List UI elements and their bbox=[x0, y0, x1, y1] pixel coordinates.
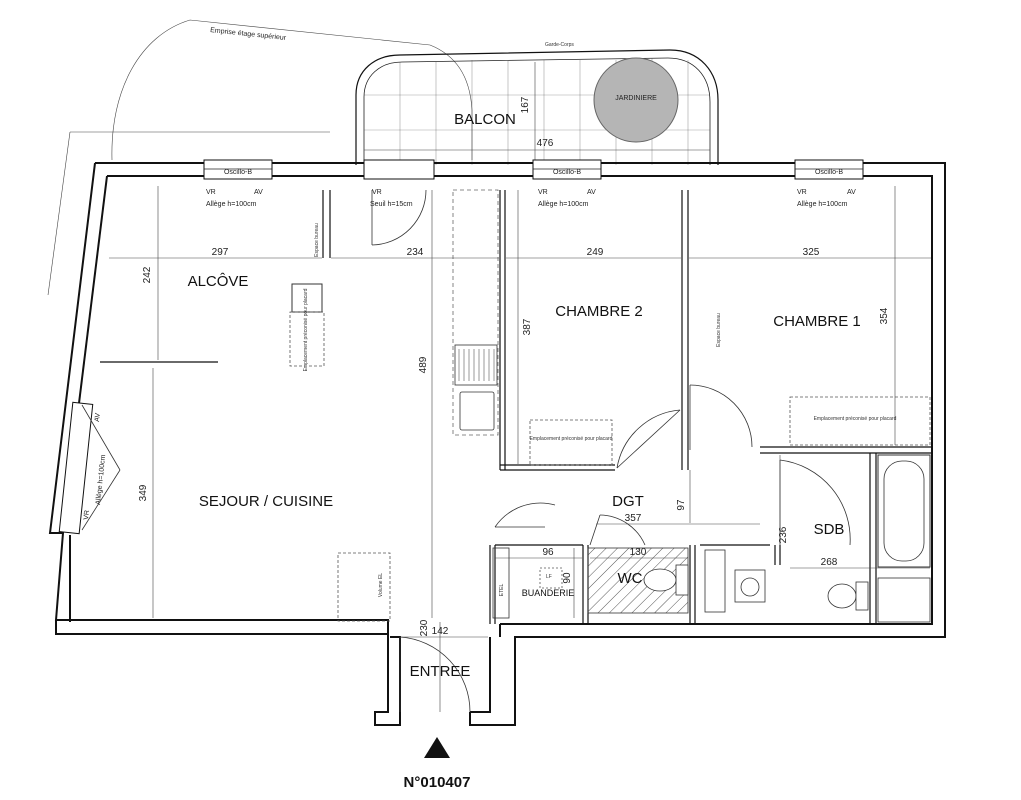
sdb-sink bbox=[734, 569, 766, 603]
vr-label-3: VR bbox=[538, 189, 548, 196]
room-chambre1[interactable]: CHAMBRE 1 bbox=[773, 313, 861, 330]
lot-number: N°010407 bbox=[404, 774, 471, 791]
room-entree[interactable]: ENTREE bbox=[410, 663, 471, 680]
vr-label-4: VR bbox=[797, 189, 807, 196]
dim-passage-width: 234 bbox=[407, 247, 424, 258]
door-entree[interactable] bbox=[399, 636, 471, 713]
jardiniere-circle bbox=[593, 57, 679, 143]
room-balcon: BALCON bbox=[454, 111, 516, 128]
interior-walls bbox=[322, 190, 932, 624]
dim-ch1-depth: 354 bbox=[879, 307, 890, 324]
allege-label-3: Allège h=100cm bbox=[538, 201, 589, 208]
kitchen-counter bbox=[452, 189, 499, 436]
wc-sink bbox=[704, 549, 726, 613]
placard-ch2-label: Emplacement préconisé pour placard bbox=[530, 436, 613, 442]
alcove-placard bbox=[289, 311, 325, 367]
sdb-bathtub bbox=[877, 454, 931, 568]
dim-sdb-width: 268 bbox=[821, 557, 838, 568]
room-wc[interactable]: WC bbox=[618, 570, 643, 587]
dim-dgt-depth: 97 bbox=[676, 499, 687, 511]
volume-label: Volume EL bbox=[378, 573, 384, 597]
etel-label: ETEL bbox=[499, 584, 505, 597]
dim-buanderie-width: 96 bbox=[542, 547, 554, 558]
espace-bureau-label-2: Espace bureau bbox=[716, 313, 722, 347]
window-top-1[interactable] bbox=[203, 159, 273, 180]
window-top-2[interactable] bbox=[363, 159, 435, 180]
dim-sejour-depth: 489 bbox=[418, 356, 429, 373]
vr-label-2: VR bbox=[372, 189, 382, 196]
door-wc[interactable] bbox=[589, 514, 646, 546]
dim-balcon-depth: 167 bbox=[520, 96, 531, 113]
jardiniere-label: JARDINIERE bbox=[615, 95, 657, 102]
entrance-arrow-icon bbox=[424, 737, 450, 758]
garde-corps-label: Garde-Corps bbox=[545, 42, 574, 48]
dim-buanderie-depth: 90 bbox=[562, 572, 573, 584]
door-buanderie[interactable] bbox=[494, 502, 556, 528]
dim-balcon-width: 476 bbox=[537, 138, 554, 149]
dim-sdb-depth: 236 bbox=[778, 526, 789, 543]
av-label-4: AV bbox=[847, 189, 856, 196]
window-top-3[interactable] bbox=[532, 159, 602, 180]
window-top-4[interactable] bbox=[794, 159, 864, 180]
vr-label-1: VR bbox=[206, 189, 216, 196]
dim-entree-depth: 230 bbox=[419, 619, 430, 636]
espace-bureau-label-1: Espace bureau bbox=[314, 223, 320, 257]
room-alcove[interactable]: ALCÔVE bbox=[188, 273, 249, 290]
wc-toilet bbox=[643, 564, 689, 596]
dim-dgt-width: 357 bbox=[625, 513, 642, 524]
room-sejour[interactable]: SEJOUR / CUISINE bbox=[199, 493, 333, 510]
dim-ch2-depth: 387 bbox=[522, 318, 533, 335]
oscillo-label-2: Oscillo-B bbox=[553, 169, 581, 176]
allege-label-1: Allège h=100cm bbox=[206, 201, 257, 208]
seuil-label: Seuil h=15cm bbox=[370, 201, 413, 208]
upper-floor-outline bbox=[111, 19, 473, 161]
lf-box bbox=[539, 567, 563, 589]
volume-box bbox=[337, 552, 391, 622]
allege-label-4: Allège h=100cm bbox=[797, 201, 848, 208]
ch1-placard bbox=[789, 396, 931, 446]
dim-sejour-lower: 349 bbox=[138, 484, 149, 501]
dim-entree-width: 142 bbox=[432, 626, 449, 637]
av-label-5: AV bbox=[94, 412, 102, 422]
av-label-3: AV bbox=[587, 189, 596, 196]
ch2-placard bbox=[529, 419, 613, 466]
buanderie-counter bbox=[492, 547, 510, 619]
dim-ch1-width: 325 bbox=[803, 247, 820, 258]
upper-floor-outline-left bbox=[47, 131, 71, 296]
window-left[interactable] bbox=[58, 401, 121, 535]
dimension-lines bbox=[109, 186, 931, 712]
room-chambre2[interactable]: CHAMBRE 2 bbox=[555, 303, 643, 320]
placard-ch1-label: Emplacement préconisé pour placard bbox=[814, 416, 897, 422]
balcony-outline[interactable] bbox=[355, 49, 719, 165]
dim-wc-width: 130 bbox=[630, 547, 647, 558]
room-dgt[interactable]: DGT bbox=[612, 493, 644, 510]
balcony-outline-inner bbox=[363, 57, 711, 165]
placard-alcove-label: Emplacement préconisé pour placard bbox=[303, 288, 309, 371]
emprise-label: Emprise étage supérieur bbox=[210, 27, 287, 42]
oscillo-label-1: Oscillo-B bbox=[224, 169, 252, 176]
allege-label-2: Allège h=100cm bbox=[95, 454, 107, 505]
sdb-shower-tray bbox=[877, 577, 931, 623]
lf-label: LF bbox=[546, 574, 552, 580]
door-chambre2[interactable] bbox=[616, 409, 681, 469]
dim-alcove-width: 297 bbox=[212, 247, 229, 258]
dim-ch2-width: 249 bbox=[587, 247, 604, 258]
oscillo-label-3: Oscillo-B bbox=[815, 169, 843, 176]
door-balcony[interactable] bbox=[371, 189, 427, 246]
vr-label-5: VR bbox=[83, 510, 91, 520]
av-label-1: AV bbox=[254, 189, 263, 196]
room-buanderie[interactable]: BUANDERIE bbox=[522, 588, 575, 598]
door-chambre1[interactable] bbox=[689, 384, 753, 450]
room-sdb[interactable]: SDB bbox=[814, 521, 845, 538]
sdb-toilet bbox=[827, 581, 869, 611]
dim-alcove-depth: 242 bbox=[142, 266, 153, 283]
